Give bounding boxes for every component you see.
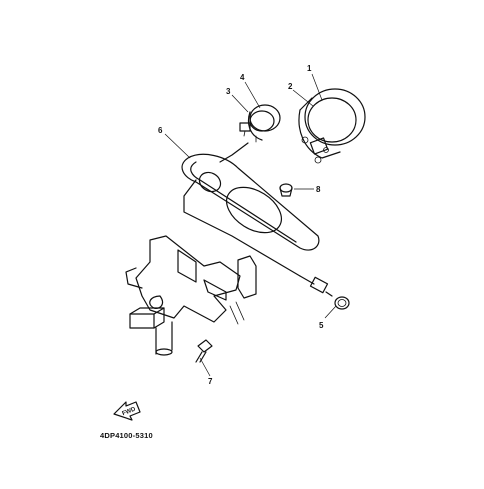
stem-block [129,313,155,329]
stem-block-top [129,307,165,315]
meter-bezel-ring [304,88,366,146]
callout-leaders [164,73,337,377]
callout-labels: 1 2 3 4 5 6 7 8 [158,64,324,386]
bracket-line-b [235,301,245,321]
fwd-arrow-icon: FWD [113,401,141,421]
cable-fitting [309,276,329,294]
panel-hole-large [226,186,282,234]
meter-bulb-left [301,136,309,144]
gauge-wire [219,142,249,163]
panel-outline [181,153,320,251]
meter-body-top [299,97,313,111]
gauge-stud [243,130,246,137]
leader-7 [199,357,211,377]
bracket-line-a [229,305,239,325]
leader-1 [311,73,323,101]
meter-cable [183,179,301,277]
small-gauge-assembly [239,104,281,143]
bracket-plate [177,249,197,283]
fwd-arrow-shape [113,401,141,421]
callout-2: 2 [288,82,293,91]
meter-bulb-bottom [314,156,322,164]
meter-bulb-right [323,147,329,153]
frame-bracket [125,235,257,325]
meter-panel-plate [181,153,320,251]
speedometer-assembly [298,88,366,164]
panel-inner-edge [190,161,297,243]
callout-5: 5 [319,321,324,330]
bracket-hole [149,295,164,309]
cable-tip [325,291,333,297]
stem-tube [155,321,173,355]
leader-2 [292,89,314,107]
bracket-outline [135,235,241,323]
screw-shank [279,187,293,197]
stem-block-side [153,307,165,329]
leader-4 [244,81,261,109]
leader-3 [231,94,249,113]
bracket-column-right [237,255,257,299]
panel-hole-small [198,171,222,193]
o-ring-inner [337,299,347,307]
mounting-bolt [195,339,213,363]
leader-5 [324,305,337,319]
bracket-tab-left [125,267,143,289]
meter-body [298,109,341,159]
steering-stem [129,307,173,356]
callout-1: 1 [307,64,312,73]
callout-6: 6 [158,126,163,135]
screw-head [279,183,293,193]
gauge-lens [249,110,275,132]
meter-lens [307,97,357,143]
meter-socket [309,137,329,155]
panel-screw [279,183,293,197]
callout-3: 3 [226,87,231,96]
fwd-label: FWD [122,406,138,417]
diagram-part-code: 4DP4100-5310 [100,431,153,440]
stem-tube-end [155,348,173,356]
bracket-rib [203,279,227,301]
bolt-head [197,339,213,353]
callout-7: 7 [208,377,213,386]
gauge-bezel [249,104,281,132]
leader-6 [164,133,191,159]
o-ring-washer [334,296,350,310]
callout-4: 4 [240,73,245,82]
callout-8: 8 [316,185,321,194]
